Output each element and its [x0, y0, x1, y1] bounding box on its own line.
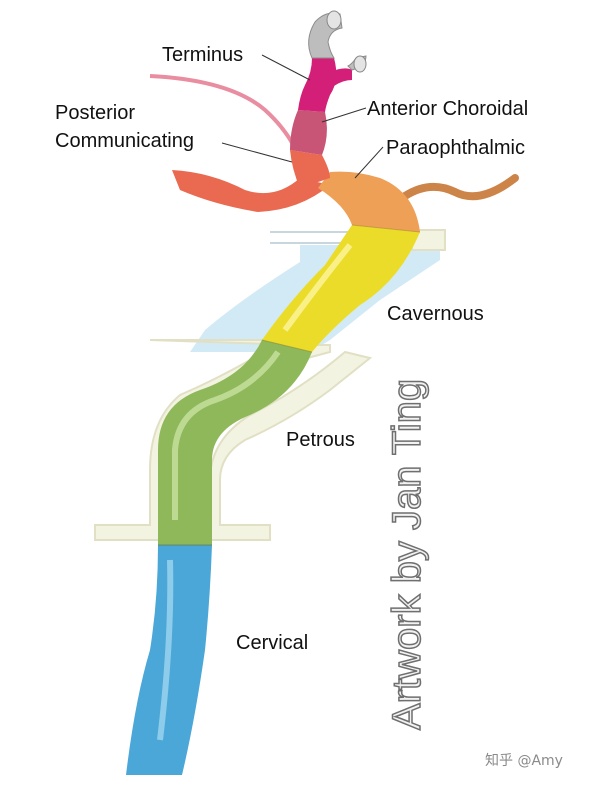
segment-posterior-communicating [290, 150, 330, 188]
leader-line-paraophthalmic [354, 146, 384, 179]
segment-communicating [172, 170, 330, 212]
aca-end [326, 10, 342, 30]
label-posterior-line1: Posterior [55, 102, 136, 124]
segment-terminus-branch [330, 68, 352, 86]
label-petrous: Petrous [286, 429, 355, 451]
leader-line-posterior-communicating [221, 142, 293, 163]
leader-line-terminus [261, 54, 311, 81]
posterior-communicating-artery [149, 74, 298, 151]
petrous-bone [209, 350, 373, 541]
segment-cavernous [262, 225, 420, 352]
label-posterior-line2: Communicating [55, 130, 194, 152]
label-anterior-choroidal: Anterior Choroidal [367, 98, 529, 120]
segment-anterior-choroidal [290, 110, 327, 155]
segment-terminus [298, 58, 337, 112]
leader-line-anterior-choroidal [321, 107, 367, 123]
source-credit: 知乎 @Amy [485, 753, 563, 769]
mca-end [353, 55, 367, 73]
watermark-text: Artwork by Jan Ting [384, 378, 430, 731]
segment-petrous [158, 340, 312, 545]
label-cavernous: Cavernous [387, 303, 484, 325]
segment-paraophthalmic [318, 171, 420, 232]
ophthalmic-artery [401, 174, 519, 201]
label-cervical: Cervical [236, 632, 309, 654]
label-paraophthalmic: Paraophthalmic [386, 137, 525, 159]
label-terminus: Terminus [162, 44, 244, 66]
